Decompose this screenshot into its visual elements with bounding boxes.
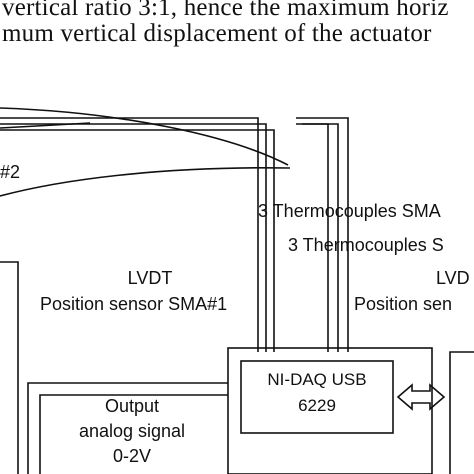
signal-line-2 xyxy=(39,394,228,474)
analog-signal-label: analog signal xyxy=(78,421,186,441)
output-label: Output xyxy=(104,396,160,416)
thermocouple-wire-2 xyxy=(0,123,267,352)
thermocouple-wire-1 xyxy=(0,117,259,352)
sma2-label: #2 xyxy=(0,162,21,182)
signal-line-1 xyxy=(27,382,228,474)
thermocouple-wire-3 xyxy=(0,129,275,352)
ni-daq-model: 6229 xyxy=(298,396,336,415)
sma-wire-lower xyxy=(0,167,291,197)
lvdt-left-title: LVDT xyxy=(127,268,173,288)
lvdt-right-title: LVD xyxy=(436,268,470,288)
left-block xyxy=(0,261,19,474)
double-arrow xyxy=(396,383,446,411)
computer-box xyxy=(449,351,474,474)
lvdt-left-subtitle: Position sensor SMA#1 xyxy=(40,294,228,314)
sma-wire-upper xyxy=(0,107,289,166)
thermocouple-wire-4 xyxy=(296,117,349,352)
ni-daq-box xyxy=(240,360,394,434)
thermocouple-wire-6 xyxy=(296,123,329,352)
paper-text-line-2: mum vertical displacement of the actuato… xyxy=(2,20,432,47)
daq-enclosure xyxy=(227,347,433,474)
lvdt-right-subtitle: Position sen xyxy=(354,294,453,314)
voltage-range-label: 0-2V xyxy=(112,446,152,466)
paper-text-line-1: vertical ratio 3:1, hence the maximum ho… xyxy=(2,0,449,21)
ni-daq-label: NI-DAQ USB xyxy=(267,370,367,389)
thermocouples-label-2: 3 Thermocouples S xyxy=(288,235,444,255)
thermocouples-label-1: 3 Thermocouples SMA xyxy=(258,201,441,221)
